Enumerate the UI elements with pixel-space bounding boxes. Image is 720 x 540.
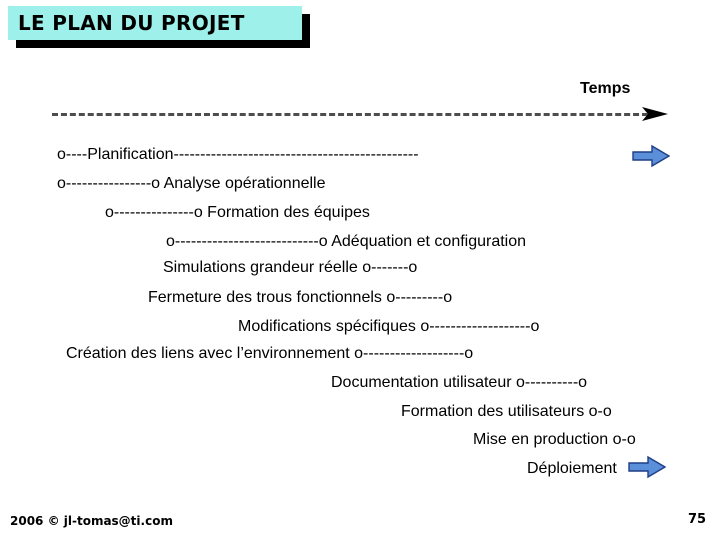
footer-credit: 2006 © jl-tomas@ti.com [10,514,173,528]
block-arrow-right-icon [628,455,666,479]
time-axis-line [52,113,648,116]
task-row: Modifications spécifiques o-------------… [238,318,540,335]
task-row: Déploiement [527,460,617,477]
task-row: o---------------o Formation des équipes [105,204,370,221]
task-row: o----------------o Analyse opérationnell… [57,175,326,192]
task-row: Mise en production o-o [473,431,636,448]
task-row: o---------------------------o Adéquation… [166,233,527,250]
task-row: Fermeture des trous fonctionnels o------… [148,289,453,306]
block-arrow-right-icon [632,144,670,168]
page-number: 75 [688,512,707,527]
right-arrowhead-icon [642,107,668,121]
axis-label-temps: Temps [580,80,631,97]
slide-title-block: LE PLAN DU PROJET [8,6,310,48]
task-row: Formation des utilisateurs o-o [401,403,612,420]
title-box: LE PLAN DU PROJET [8,6,302,40]
task-row: o----Planification----------------------… [57,146,419,163]
task-row: Documentation utilisateur o----------o [331,374,588,391]
task-row: Simulations grandeur réelle o-------o [163,259,418,276]
task-row: Création des liens avec l’environnement … [66,345,474,362]
page-title: LE PLAN DU PROJET [18,11,245,35]
